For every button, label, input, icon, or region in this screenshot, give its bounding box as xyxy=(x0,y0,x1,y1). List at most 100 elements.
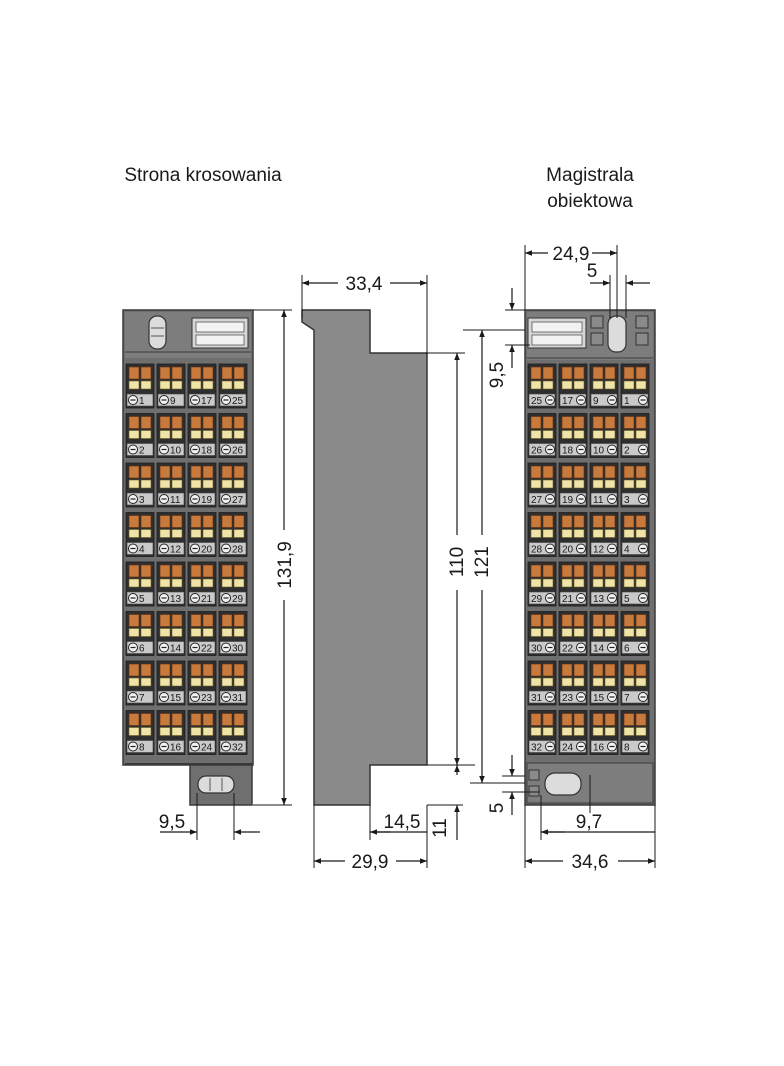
terminal-cell: 12 xyxy=(156,512,186,557)
terminal-cell: 26 xyxy=(218,413,248,458)
terminal-cell: 3 xyxy=(620,462,650,508)
terminal-cell: 18 xyxy=(187,413,217,458)
terminal-number: 20 xyxy=(201,545,213,556)
terminal-number: 16 xyxy=(170,743,182,754)
terminal-number: 8 xyxy=(624,743,630,754)
terminal-cell: 7 xyxy=(125,660,155,706)
terminal-number: 14 xyxy=(170,644,182,655)
terminal-cell: 15 xyxy=(156,660,186,706)
terminal-number: 7 xyxy=(139,693,145,704)
terminal-number: 30 xyxy=(232,644,244,655)
terminal-cell: 29 xyxy=(218,561,248,607)
terminal-cell: 27 xyxy=(527,462,557,508)
right-mount-hole-top xyxy=(607,315,627,353)
right-terminal-block: 2526272829303132171819202122232491011121… xyxy=(527,363,650,755)
terminal-number: 2 xyxy=(624,446,630,457)
terminal-number: 3 xyxy=(139,495,145,506)
terminal-number: 32 xyxy=(531,743,543,754)
terminal-number: 4 xyxy=(624,545,630,556)
terminal-number: 6 xyxy=(624,644,630,655)
terminal-number: 9 xyxy=(170,396,176,407)
terminal-number: 20 xyxy=(562,545,574,556)
terminal-cell: 12 xyxy=(589,512,619,557)
dim-5-top: 5 xyxy=(587,261,598,282)
terminal-cell: 2 xyxy=(620,413,650,458)
terminal-number: 28 xyxy=(531,545,543,556)
terminal-cell: 9 xyxy=(589,363,619,409)
right-front-view: 2526272829303132171819202122232491011121… xyxy=(524,309,656,806)
terminal-cell: 11 xyxy=(589,462,619,508)
terminal-number: 1 xyxy=(139,396,145,407)
terminal-cell: 10 xyxy=(156,413,186,458)
terminal-number: 7 xyxy=(624,693,630,704)
terminal-number: 17 xyxy=(201,396,213,407)
terminal-number: 29 xyxy=(531,594,543,605)
terminal-number: 17 xyxy=(562,396,574,407)
terminal-cell: 16 xyxy=(589,710,619,755)
terminal-number: 24 xyxy=(562,743,574,754)
terminal-number: 14 xyxy=(593,644,605,655)
dim-110: 110 xyxy=(447,547,468,577)
terminal-number: 23 xyxy=(201,693,213,704)
terminal-number: 31 xyxy=(232,693,244,704)
terminal-cell: 23 xyxy=(187,660,217,706)
terminal-cell: 19 xyxy=(558,462,588,508)
terminal-number: 10 xyxy=(593,446,605,457)
terminal-number: 4 xyxy=(139,545,145,556)
terminal-number: 12 xyxy=(593,545,605,556)
terminal-number: 5 xyxy=(624,594,630,605)
terminal-number: 27 xyxy=(531,495,543,506)
terminal-number: 3 xyxy=(624,495,630,506)
terminal-number: 13 xyxy=(593,594,605,605)
terminal-cell: 31 xyxy=(218,660,248,706)
terminal-cell: 6 xyxy=(125,611,155,656)
terminal-number: 18 xyxy=(201,446,213,457)
terminal-cell: 7 xyxy=(620,660,650,706)
dim-121: 121 xyxy=(472,546,493,578)
terminal-number: 21 xyxy=(201,594,213,605)
terminal-number: 11 xyxy=(170,495,181,506)
terminal-cell: 8 xyxy=(125,710,155,755)
terminal-cell: 21 xyxy=(558,561,588,607)
terminal-cell: 25 xyxy=(527,363,557,409)
terminal-number: 2 xyxy=(139,446,145,457)
terminal-cell: 15 xyxy=(589,660,619,706)
dim-131-9: 131,9 xyxy=(275,541,296,589)
terminal-cell: 24 xyxy=(558,710,588,755)
terminal-cell: 9 xyxy=(156,363,186,409)
terminal-cell: 14 xyxy=(156,611,186,656)
side-view xyxy=(301,309,428,806)
dim-9-5-right: 9,5 xyxy=(487,362,508,388)
terminal-number: 32 xyxy=(232,743,244,754)
terminal-cell: 14 xyxy=(589,611,619,656)
terminal-cell: 21 xyxy=(187,561,217,607)
dim-29-9: 29,9 xyxy=(352,852,389,873)
terminal-cell: 13 xyxy=(156,561,186,607)
terminal-number: 6 xyxy=(139,644,145,655)
terminal-number: 5 xyxy=(139,594,145,605)
terminal-cell: 30 xyxy=(527,611,557,656)
terminal-number: 8 xyxy=(139,743,145,754)
terminal-cell: 5 xyxy=(125,561,155,607)
terminal-number: 18 xyxy=(562,446,574,457)
terminal-cell: 22 xyxy=(187,611,217,656)
terminal-number: 22 xyxy=(201,644,213,655)
right-mount-hole-bottom xyxy=(544,772,582,796)
terminal-cell: 2 xyxy=(125,413,155,458)
terminal-number: 29 xyxy=(232,594,244,605)
terminal-cell: 11 xyxy=(156,462,186,508)
dim-11: 11 xyxy=(430,818,451,838)
terminal-cell: 5 xyxy=(620,561,650,607)
left-front-view: 1234567891011121314151617181920212223242… xyxy=(122,309,254,806)
left-mount-hole-top xyxy=(148,315,167,350)
terminal-number: 26 xyxy=(531,446,543,457)
terminal-cell: 23 xyxy=(558,660,588,706)
terminal-cell: 18 xyxy=(558,413,588,458)
terminal-number: 15 xyxy=(170,693,182,704)
terminal-cell: 10 xyxy=(589,413,619,458)
terminal-cell: 30 xyxy=(218,611,248,656)
terminal-cell: 26 xyxy=(527,413,557,458)
terminal-number: 10 xyxy=(170,446,182,457)
terminal-cell: 17 xyxy=(558,363,588,409)
dim-5-bottom: 5 xyxy=(487,803,508,814)
